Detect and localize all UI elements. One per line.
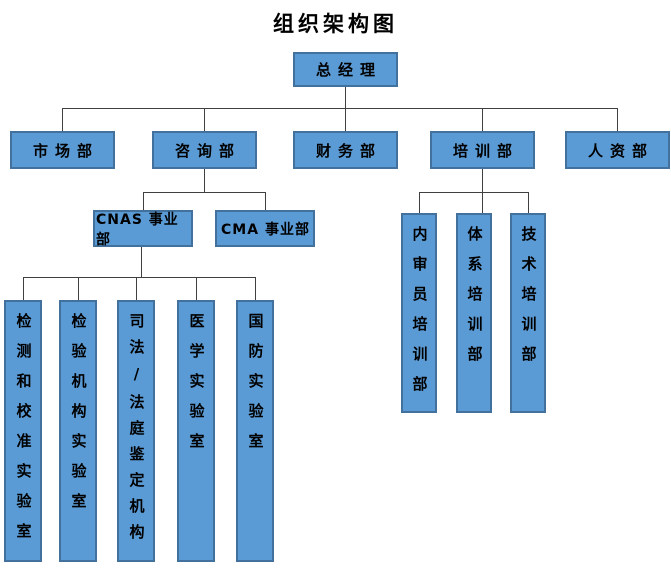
connector-line	[62, 108, 618, 109]
connector-line	[528, 192, 529, 213]
node-lab-medical: 医学实验室	[177, 300, 215, 562]
node-label: 内审员培训部	[410, 226, 429, 406]
chart-title: 组织架构图	[273, 12, 398, 36]
node-dept-training: 培训部	[430, 131, 535, 169]
connector-line	[196, 277, 197, 300]
node-dept-finance: 财务部	[293, 131, 398, 169]
connector-line	[136, 277, 137, 300]
node-cma-division: CMA 事业部	[215, 210, 315, 247]
node-training-technical: 技术培训部	[510, 213, 546, 413]
connector-line	[345, 108, 346, 131]
node-label: 技术培训部	[519, 226, 538, 376]
node-dept-marketing: 市场部	[10, 131, 115, 169]
connector-line	[265, 192, 266, 210]
node-training-internal-auditor: 内审员培训部	[401, 213, 437, 413]
node-training-system: 体系培训部	[456, 213, 492, 413]
node-label: 体系培训部	[465, 226, 484, 376]
node-general-manager: 总经理	[293, 52, 398, 87]
connector-line	[482, 169, 483, 192]
node-label: 医学实验室	[187, 313, 206, 463]
connector-line	[204, 108, 205, 131]
connector-line	[143, 192, 144, 210]
connector-line	[143, 192, 266, 193]
connector-line	[141, 247, 142, 277]
node-dept-hr: 人资部	[565, 131, 670, 169]
connector-line	[62, 108, 63, 131]
node-lab-inspection-body: 检验机构实验室	[59, 300, 97, 562]
node-label: 检测和校准实验室	[14, 313, 33, 553]
connector-line	[419, 192, 420, 213]
node-label: 检验机构实验室	[69, 313, 88, 523]
node-lab-defense: 国防实验室	[236, 300, 274, 562]
connector-line	[23, 277, 24, 300]
node-dept-consulting: 咨询部	[152, 131, 257, 169]
node-lab-forensic: 司法/法庭鉴定机构	[117, 300, 155, 562]
node-label: 国防实验室	[246, 313, 265, 463]
connector-line	[23, 277, 256, 278]
connector-line	[204, 169, 205, 192]
connector-line	[482, 108, 483, 131]
node-label: 司法/法庭鉴定机构	[127, 313, 146, 550]
connector-line	[255, 277, 256, 300]
connector-line	[482, 192, 483, 213]
connector-line	[419, 192, 529, 193]
connector-line	[345, 87, 346, 108]
node-cnas-division: CNAS 事业部	[93, 210, 193, 248]
connector-line	[617, 108, 618, 131]
connector-line	[78, 277, 79, 300]
node-lab-testing-calibration: 检测和校准实验室	[4, 300, 42, 562]
